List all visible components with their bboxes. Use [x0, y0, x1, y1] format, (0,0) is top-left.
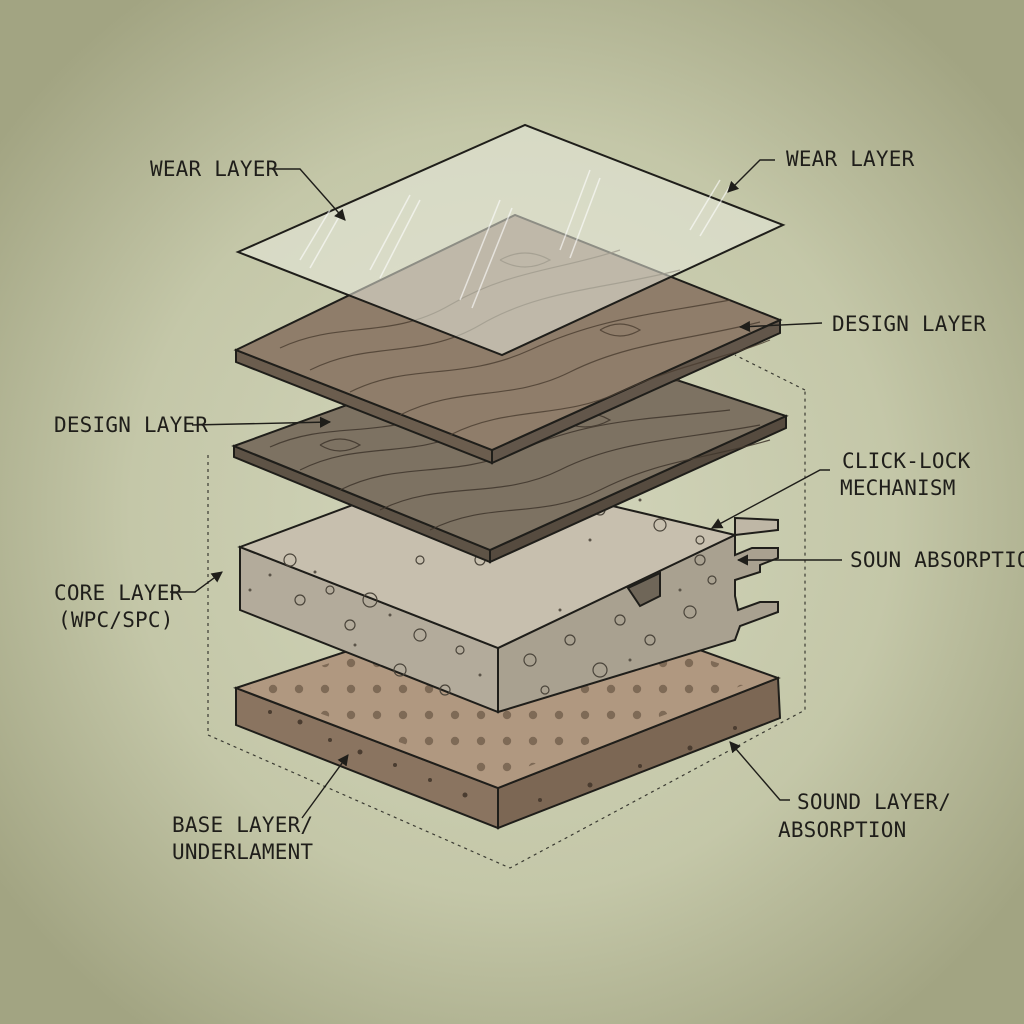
label-click-lock-line1: CLICK-LOCK: [842, 449, 971, 473]
leader-wear-right: [727, 159, 775, 193]
leader-base: [301, 754, 349, 819]
labels: WEAR LAYER WEAR LAYER DESIGN LAYER DESIG…: [54, 147, 1024, 864]
leader-design-left: [191, 416, 332, 428]
leader-wear-left: [272, 168, 346, 221]
leader-sound: [729, 741, 790, 801]
wear-layer-sheet: [235, 123, 786, 357]
label-sound-line1: SOUND LAYER/: [797, 790, 951, 814]
label-base-line2: UNDERLAMENT: [172, 840, 313, 864]
label-core-line1: CORE LAYER: [54, 581, 183, 605]
label-click-lock-line2: MECHANISM: [840, 476, 956, 500]
label-design-layer-right: DESIGN LAYER: [832, 312, 986, 336]
label-sound-line2: ABSORPTION: [778, 818, 906, 842]
leader-lines: [170, 159, 842, 819]
label-base-line1: BASE LAYER/: [172, 813, 313, 837]
dashed-guide-box: [207, 354, 806, 869]
label-wear-layer-left: WEAR LAYER: [150, 157, 279, 181]
label-wear-layer-right: WEAR LAYER: [786, 147, 915, 171]
click-lock-notch: [626, 571, 661, 608]
wear-layer: [235, 123, 786, 357]
leader-core: [170, 571, 223, 593]
label-core-line2: (WPC/SPC): [58, 608, 174, 632]
label-design-layer-left: DESIGN LAYER: [54, 413, 208, 437]
label-soun-absorption: SOUN ABSORPTION: [850, 548, 1024, 572]
leader-click-lock: [711, 469, 830, 529]
leader-design-right: [738, 320, 823, 333]
